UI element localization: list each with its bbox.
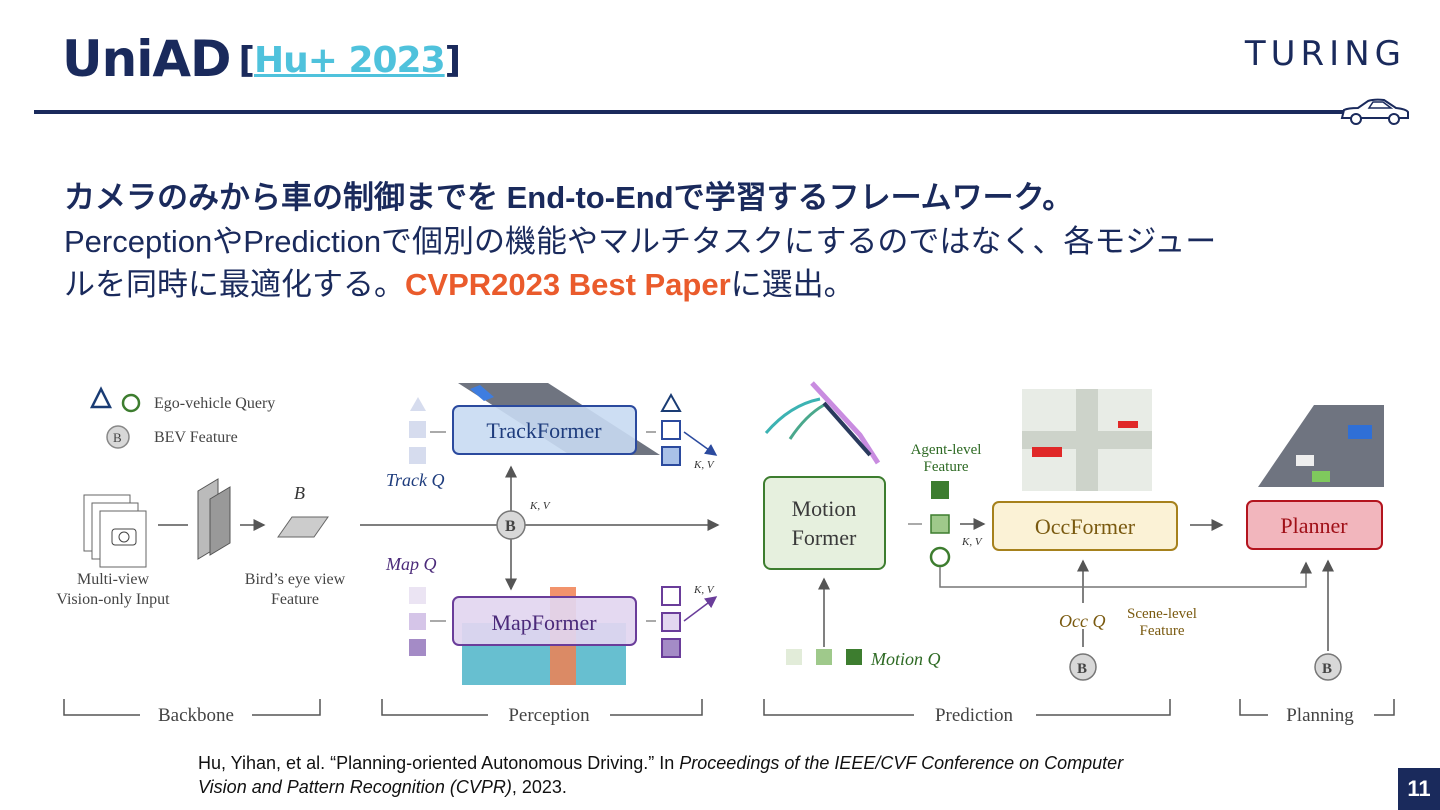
occ-former-label: OccFormer	[1035, 514, 1136, 539]
agent-kv-label: K, V	[961, 536, 983, 548]
section-prediction: Prediction	[935, 705, 1014, 726]
citation-venue-1: Proceedings of the IEEE/CVF Conference o…	[679, 753, 1124, 773]
legend-bev: BEV Feature	[154, 429, 238, 446]
ego-query-triangle-icon	[89, 386, 113, 409]
citation-line-2: Vision and Pattern Recognition (CVPR), 2…	[198, 775, 1123, 799]
planner-bev-letter: B	[1322, 661, 1332, 677]
title-text: UniAD	[62, 30, 232, 88]
bev-node-letter: B	[505, 518, 516, 535]
backbone-layers-icon	[197, 478, 231, 560]
body-line-2: ルを同時に最適化する。CVPR2023 Best Paperに選出。	[64, 259, 855, 304]
track-kv-label: K, V	[693, 459, 715, 471]
map-former-box	[452, 596, 637, 646]
occ-q-label: Occ Q	[1059, 611, 1105, 631]
turing-logo: TURING	[1244, 34, 1406, 74]
bev-kv-label: K, V	[529, 500, 551, 512]
map-kv-label: K, V	[693, 584, 715, 596]
citation: Hu, Yihan, et al. “Planning-oriented Aut…	[198, 751, 1123, 799]
scene-feature-label-2: Feature	[1140, 623, 1185, 639]
bev-b-label: B	[294, 483, 305, 503]
track-former-label: TrackFormer	[486, 418, 602, 443]
map-q-label: Map Q	[385, 554, 437, 574]
section-backbone: Backbone	[158, 705, 234, 726]
section-perception: Perception	[508, 705, 590, 726]
motion-trajectory-image	[764, 381, 881, 465]
occ-former-box	[992, 501, 1178, 551]
bev-node	[496, 510, 526, 540]
track-q-label: Track Q	[386, 470, 445, 490]
best-paper-highlight: CVPR2023 Best Paper	[405, 267, 731, 302]
bev-legend-letter: B	[113, 430, 122, 445]
uniad-architecture-diagram: Ego-vehicle Query B BEV Feature B Multi-…	[56, 381, 1395, 726]
reference: [Hu+ 2023]	[238, 40, 462, 81]
citation-authors: Hu, Yihan, et al. “Planning-oriented Aut…	[198, 753, 680, 773]
agent-feature-label-2: Feature	[924, 459, 969, 475]
citation-year: , 2023.	[511, 777, 567, 797]
body-line-2-text: ルを同時に最適化する。	[64, 267, 405, 302]
bev-grid-icon	[277, 516, 329, 538]
track-former-box	[452, 405, 637, 455]
motion-former-label-2: Former	[792, 525, 857, 550]
motion-former-label-1: Motion	[792, 496, 857, 521]
map-former-label: MapFormer	[491, 610, 597, 635]
bev-label-1: Bird’s eye view	[245, 571, 346, 588]
occupancy-scene-image	[1022, 389, 1152, 491]
planner-box	[1246, 500, 1383, 550]
lead-text: カメラのみから車の制御までを End-to-Endで学習するフレームワーク。	[64, 180, 1074, 215]
input-label-1: Multi-view	[77, 571, 149, 588]
ref-close-bracket: ]	[444, 40, 461, 81]
planner-label: Planner	[1280, 513, 1348, 538]
motion-q-label: Motion Q	[870, 649, 941, 669]
section-planning: Planning	[1286, 705, 1354, 726]
occ-bev-letter: B	[1077, 661, 1087, 677]
page-number: 11	[1398, 768, 1440, 810]
bev-legend-icon	[106, 425, 130, 449]
slide-title: UniAD[Hu+ 2023]	[62, 30, 462, 88]
header-divider	[34, 110, 1344, 114]
section-brackets	[63, 699, 1395, 716]
citation-venue-2: Vision and Pattern Recognition (CVPR)	[198, 777, 512, 797]
motion-former-box	[763, 476, 886, 570]
legend-ego-query: Ego-vehicle Query	[154, 395, 275, 412]
input-label-2: Vision-only Input	[56, 591, 170, 608]
bev-label-2: Feature	[271, 591, 319, 608]
ref-open-bracket: [	[238, 40, 255, 81]
citation-line-1: Hu, Yihan, et al. “Planning-oriented Aut…	[198, 751, 1123, 775]
body-line-2-tail: に選出。	[730, 267, 855, 302]
reference-link[interactable]: Hu+ 2023	[254, 40, 446, 81]
body-line-1: PerceptionやPredictionで個別の機能やマルチタスクにするのでは…	[64, 224, 1217, 259]
camera-stack-icon	[83, 494, 147, 568]
agent-feature-label-1: Agent-level	[911, 442, 982, 458]
ego-query-circle-icon	[121, 393, 141, 413]
car-icon	[1340, 98, 1409, 125]
scene-feature-label-1: Scene-level	[1127, 606, 1197, 622]
